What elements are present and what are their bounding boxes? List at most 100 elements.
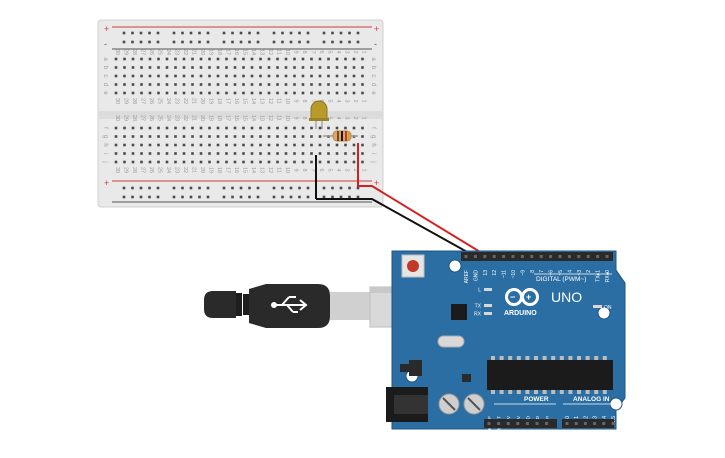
breadboard[interactable]: + + - - + + 3030303029292929282828282727… (97, 19, 384, 208)
breadboard-hole[interactable] (242, 152, 245, 155)
breadboard-hole[interactable] (182, 135, 186, 138)
header-pin[interactable] (506, 422, 510, 425)
breadboard-hole[interactable] (182, 91, 186, 95)
breadboard-hole[interactable] (233, 152, 237, 155)
rail-hole[interactable] (239, 186, 243, 190)
breadboard-hole[interactable] (233, 74, 237, 78)
breadboard-hole[interactable] (335, 74, 339, 78)
rail-hole[interactable] (356, 186, 360, 190)
breadboard-hole[interactable] (199, 66, 203, 69)
breadboard-hole[interactable] (225, 57, 228, 61)
header-pin[interactable] (565, 422, 569, 425)
breadboard-hole[interactable] (140, 66, 143, 69)
rail-hole[interactable] (231, 195, 234, 199)
breadboard-hole[interactable] (301, 66, 305, 69)
rail-hole[interactable] (281, 186, 284, 190)
breadboard-hole[interactable] (361, 126, 364, 130)
resistor[interactable] (323, 130, 358, 142)
rail-hole[interactable] (348, 195, 351, 199)
breadboard-hole[interactable] (250, 66, 254, 69)
breadboard-hole[interactable] (208, 74, 211, 78)
header-pin[interactable] (586, 255, 590, 258)
rail-hole[interactable] (198, 195, 201, 199)
breadboard-hole[interactable] (310, 152, 313, 155)
breadboard-hole[interactable] (267, 143, 271, 147)
breadboard-hole[interactable] (174, 83, 177, 86)
rail-hole[interactable] (356, 195, 360, 199)
rail-hole[interactable] (172, 195, 176, 199)
breadboard-hole[interactable] (301, 126, 305, 130)
rail-hole[interactable] (348, 31, 351, 35)
rail-hole[interactable] (206, 195, 210, 199)
rail-hole[interactable] (272, 40, 276, 44)
breadboard-hole[interactable] (276, 135, 279, 138)
breadboard-hole[interactable] (284, 143, 288, 147)
breadboard-hole[interactable] (335, 160, 339, 164)
breadboard-hole[interactable] (123, 143, 126, 147)
breadboard-hole[interactable] (123, 152, 126, 155)
breadboard-hole[interactable] (267, 83, 271, 86)
breadboard-hole[interactable] (165, 91, 169, 95)
header-pin[interactable] (549, 255, 553, 258)
header-pin[interactable] (516, 422, 520, 425)
rail-hole[interactable] (122, 31, 126, 35)
breadboard-hole[interactable] (199, 91, 203, 95)
header-pin[interactable] (483, 255, 487, 258)
breadboard-hole[interactable] (216, 66, 220, 69)
rail-hole[interactable] (272, 195, 276, 199)
breadboard-hole[interactable] (276, 74, 279, 78)
rail-hole[interactable] (172, 186, 176, 190)
rail-hole[interactable] (131, 186, 134, 190)
breadboard-hole[interactable] (191, 135, 194, 138)
rail-hole[interactable] (272, 186, 276, 190)
breadboard-hole[interactable] (344, 66, 347, 69)
breadboard-hole[interactable] (293, 57, 296, 61)
rail-hole[interactable] (139, 31, 143, 35)
rail-hole[interactable] (131, 40, 134, 44)
rail-hole[interactable] (339, 40, 343, 44)
breadboard-hole[interactable] (344, 57, 347, 61)
breadboard-hole[interactable] (250, 74, 254, 78)
rail-hole[interactable] (156, 195, 160, 199)
breadboard-hole[interactable] (114, 66, 118, 69)
breadboard-hole[interactable] (301, 57, 305, 61)
breadboard-hole[interactable] (157, 83, 160, 86)
rail-hole[interactable] (348, 40, 351, 44)
rail-hole[interactable] (148, 40, 151, 44)
breadboard-hole[interactable] (361, 143, 364, 147)
breadboard-hole[interactable] (199, 152, 203, 155)
breadboard-hole[interactable] (276, 152, 279, 155)
breadboard-hole[interactable] (361, 152, 364, 155)
rail-hole[interactable] (156, 40, 160, 44)
rail-hole[interactable] (281, 40, 284, 44)
rail-hole[interactable] (148, 195, 151, 199)
breadboard-hole[interactable] (276, 126, 279, 130)
breadboard-hole[interactable] (344, 152, 347, 155)
breadboard-hole[interactable] (276, 160, 279, 164)
rail-hole[interactable] (298, 40, 301, 44)
breadboard-hole[interactable] (191, 83, 194, 86)
breadboard-hole[interactable] (259, 126, 262, 130)
breadboard-hole[interactable] (233, 135, 237, 138)
breadboard-hole[interactable] (335, 126, 339, 130)
breadboard-hole[interactable] (157, 135, 160, 138)
breadboard-hole[interactable] (327, 66, 330, 69)
breadboard-hole[interactable] (361, 74, 364, 78)
breadboard-hole[interactable] (259, 91, 262, 95)
breadboard-hole[interactable] (191, 57, 194, 61)
rail-hole[interactable] (248, 186, 251, 190)
header-pin[interactable] (611, 422, 615, 425)
breadboard-hole[interactable] (131, 152, 135, 155)
rail-hole[interactable] (131, 195, 134, 199)
rail-hole[interactable] (306, 31, 310, 35)
breadboard-hole[interactable] (140, 160, 143, 164)
breadboard-hole[interactable] (174, 160, 177, 164)
breadboard-hole[interactable] (284, 83, 288, 86)
rail-hole[interactable] (139, 186, 143, 190)
breadboard-hole[interactable] (174, 126, 177, 130)
breadboard-hole[interactable] (174, 66, 177, 69)
breadboard-hole[interactable] (267, 66, 271, 69)
breadboard-hole[interactable] (131, 83, 135, 86)
rail-hole[interactable] (206, 31, 210, 35)
black-ground-wire[interactable] (316, 198, 479, 259)
